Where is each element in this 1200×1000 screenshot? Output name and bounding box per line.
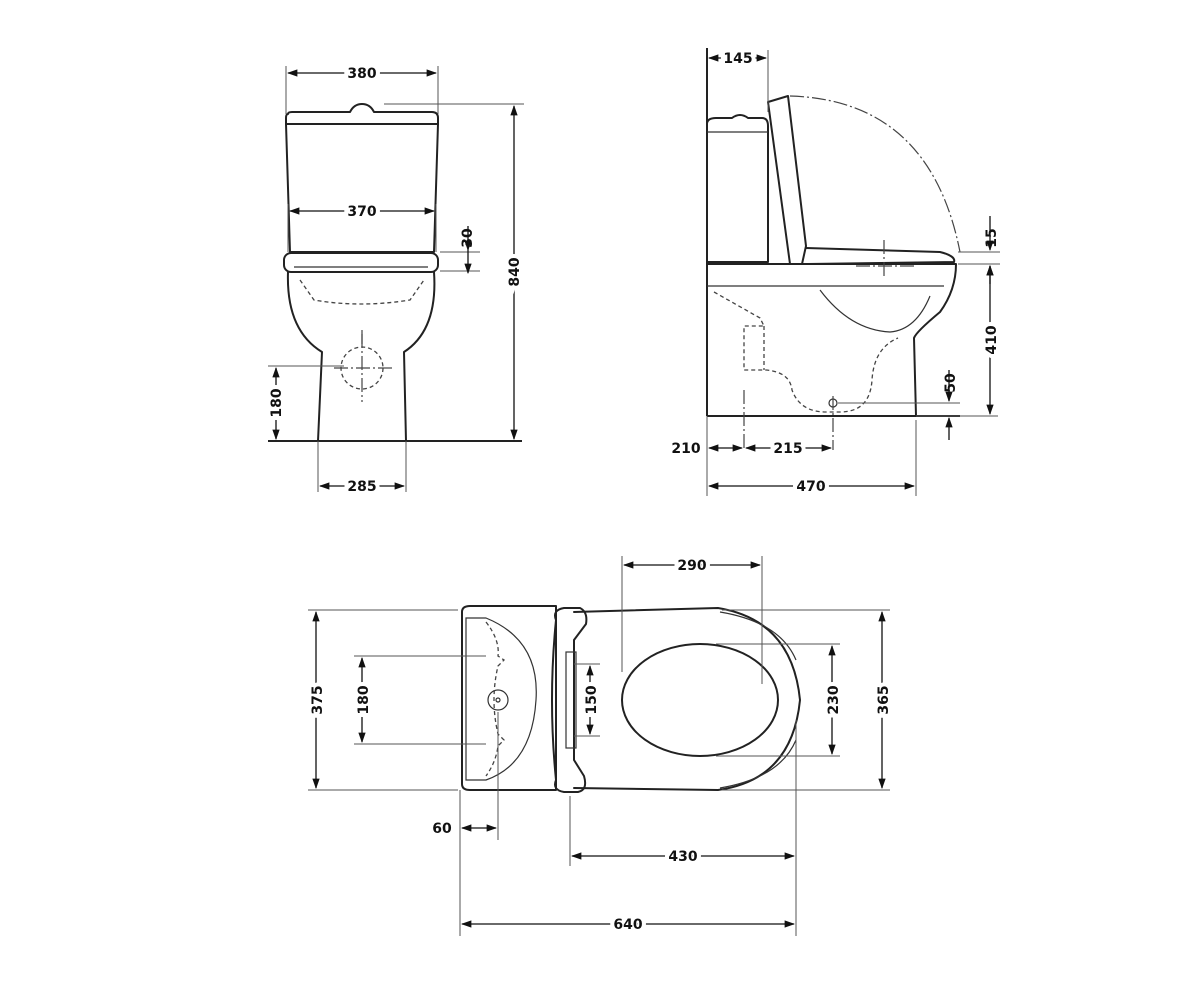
top-bowl (573, 607, 801, 791)
dim-rim-height: 410 (984, 325, 1000, 354)
dim-base-depth: 470 (796, 479, 825, 495)
dim-seat-thickness: 30 (460, 228, 476, 248)
seat-rim-line-2 (719, 739, 797, 789)
top-view: 290 375 180 150 230 365 60 (306, 554, 896, 937)
seat (283, 252, 439, 273)
dim-bowl-width: 365 (876, 685, 892, 714)
seat-down (805, 247, 956, 265)
top-cistern-hidden (485, 621, 506, 777)
lid-swing-arc (789, 95, 961, 253)
seat-rim-line (719, 611, 797, 661)
dim-outlet-offset: 215 (773, 441, 802, 457)
dim-fixing-spacing: 180 (356, 685, 372, 714)
top-cistern-inner (465, 617, 537, 781)
dim-cistern-width: 380 (347, 66, 376, 82)
bowl (286, 271, 436, 442)
raised-seat-lid (767, 95, 807, 265)
hinge-block (551, 607, 588, 793)
dim-foot-width: 285 (347, 479, 376, 495)
dim-bowl-length: 430 (668, 849, 697, 865)
dim-wall-gap: 210 (671, 441, 700, 457)
seat-opening (621, 643, 779, 757)
dim-top-cistern-width: 375 (310, 685, 326, 714)
front-view: 380 370 30 840 180 285 (265, 62, 527, 499)
cistern-lid (285, 103, 439, 125)
dim-seat-offset: 15 (984, 228, 1000, 247)
top-cistern (461, 605, 557, 791)
dim-hinge-spacing: 150 (584, 685, 600, 714)
trapway-hidden (299, 279, 425, 305)
side-trapway-hidden (713, 291, 899, 413)
dim-button-offset: 60 (432, 821, 452, 837)
dim-cistern-inner-width: 370 (347, 204, 376, 220)
hinge-slot (565, 651, 577, 749)
dim-outlet-height: 180 (269, 388, 285, 417)
side-view: 145 15 410 50 210 215 470 (667, 47, 1004, 499)
side-bowl-inner (819, 289, 931, 333)
flush-button (487, 689, 509, 711)
flush-button-center (495, 697, 501, 703)
dim-seat-opening-length: 290 (677, 558, 706, 574)
dim-cistern-depth: 145 (723, 51, 752, 67)
dim-outlet-rise: 50 (943, 373, 959, 393)
side-rim (706, 263, 957, 417)
cistern-body (285, 123, 439, 253)
side-cistern (706, 114, 769, 263)
dim-seat-opening-width: 230 (826, 685, 842, 714)
dim-total-length: 640 (613, 917, 642, 933)
dim-total-height: 840 (507, 257, 523, 286)
